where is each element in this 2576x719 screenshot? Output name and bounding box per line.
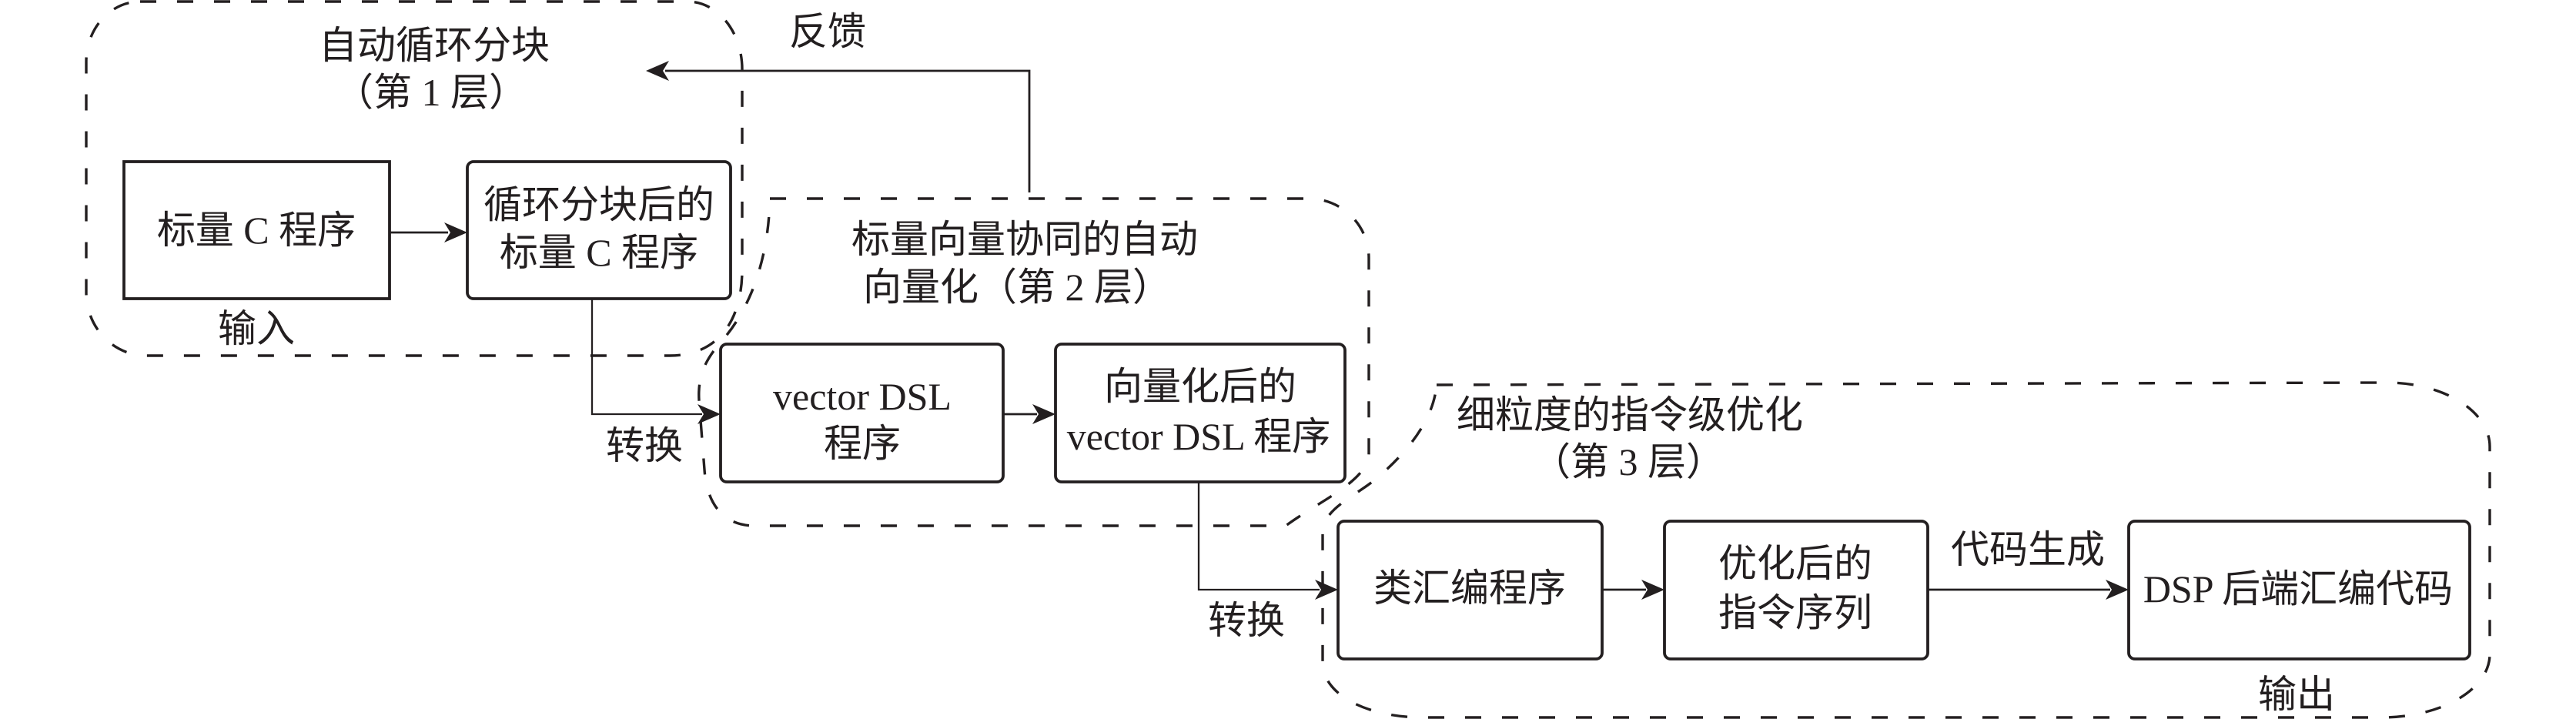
node-box	[1663, 520, 1929, 660]
edge-line	[590, 299, 702, 416]
layer-2-region	[698, 197, 1370, 527]
layer-1-title-line-1: 自动循环分块	[319, 24, 550, 67]
edge-asm-to-optimized	[1602, 580, 1664, 600]
node-box	[122, 160, 391, 300]
code-generation-label: 代码生成	[1951, 528, 2105, 571]
arrowhead	[1315, 580, 1338, 600]
node-vector-dsl-program: vector DSL 程序	[719, 343, 1005, 483]
edge-line	[1197, 482, 1320, 591]
node-label-line-2: 标量 C 程序	[500, 231, 698, 274]
edge-dsl-to-vectorized	[1003, 404, 1055, 424]
layer-3-region	[1321, 381, 2491, 719]
node-optimized-instruction-sequence: 优化后的 指令序列	[1663, 520, 1929, 660]
edge-line	[665, 69, 1031, 192]
layer-1-title-line-2: （第 1 层）	[335, 71, 527, 114]
layer-2-title: 标量向量协同的自动 向量化（第 2 层）	[851, 218, 1198, 309]
node-box	[466, 160, 732, 300]
node-vectorized-dsl-program: 向量化后的 vector DSL 程序	[1054, 343, 1347, 483]
node-label-line-1: vector DSL	[773, 375, 952, 418]
edge-convert-to-dsl: 转换	[590, 299, 721, 467]
node-scalar-c-program: 标量 C 程序	[122, 160, 391, 300]
node-box	[719, 343, 1005, 483]
convert-label-1: 转换	[606, 424, 683, 467]
node-label-line-2: 程序	[824, 422, 901, 465]
node-label: 类汇编程序	[1373, 567, 1566, 610]
node-tiled-scalar-c-program: 循环分块后的 标量 C 程序	[466, 160, 732, 300]
node-label-line-1: 向量化后的	[1104, 365, 1296, 408]
layer-2-title-line-1: 标量向量协同的自动	[851, 218, 1198, 261]
node-label-line-2: 指令序列	[1718, 591, 1872, 634]
arrowhead	[1641, 580, 1664, 600]
output-label: 输出	[2258, 673, 2335, 716]
arrowhead	[2106, 580, 2129, 600]
node-label-line-1: 优化后的	[1718, 542, 1872, 585]
edge-feedback: 反馈	[646, 10, 1031, 192]
convert-label-2: 转换	[1208, 599, 1285, 642]
feedback-label: 反馈	[789, 10, 866, 53]
arrowhead	[1032, 404, 1055, 424]
arrowhead	[444, 222, 467, 242]
edge-convert-to-asm: 转换	[1197, 482, 1338, 642]
arrowhead	[698, 404, 721, 424]
edge-code-generation: 代码生成	[1928, 528, 2129, 600]
node-box	[2127, 520, 2471, 660]
layer-3-title: 细粒度的指令级优化 （第 3 层）	[1457, 393, 1803, 483]
input-label: 输入	[218, 307, 295, 350]
node-dsp-backend-assembly: DSP 后端汇编代码	[2127, 520, 2471, 660]
node-box	[1054, 343, 1347, 483]
layer-1-region	[85, 0, 744, 357]
layer-3-title-line-2: （第 3 层）	[1532, 440, 1725, 483]
node-label-line-1: 循环分块后的	[483, 183, 714, 226]
edge-scalar-to-tiled	[390, 222, 467, 242]
node-box	[1337, 520, 1604, 660]
node-label: DSP 后端汇编代码	[2143, 567, 2453, 610]
layer-2-title-line-2: 向量化（第 2 层）	[863, 266, 1171, 309]
layer-3-title-line-1: 细粒度的指令级优化	[1457, 393, 1803, 436]
node-assembly-like-program: 类汇编程序	[1337, 520, 1604, 660]
node-label-line-2: vector DSL 程序	[1067, 415, 1331, 458]
node-label: 标量 C 程序	[157, 209, 356, 252]
layer-1-title: 自动循环分块 （第 1 层）	[319, 24, 550, 114]
arrowhead	[646, 61, 669, 81]
